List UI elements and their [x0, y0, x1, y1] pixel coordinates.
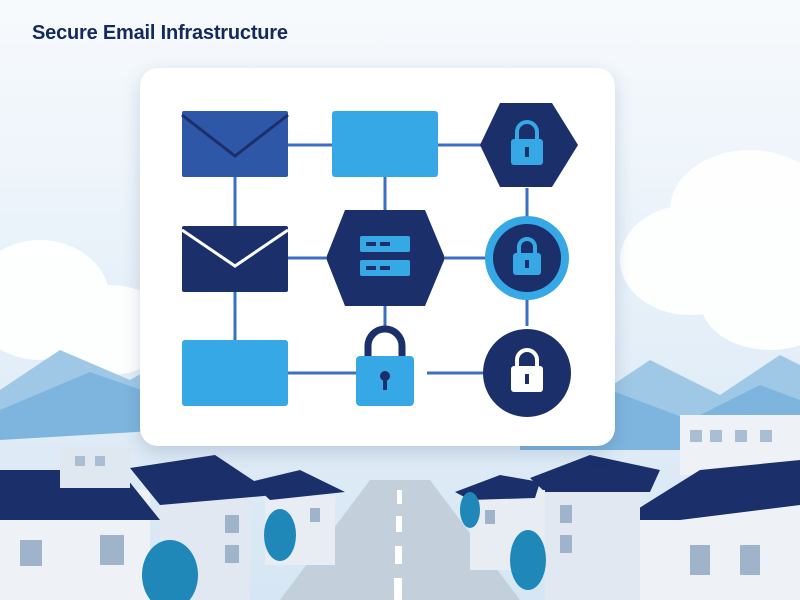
- top-center-block: [332, 111, 438, 177]
- lock-icon: [356, 325, 414, 406]
- envelope-icon: [181, 226, 289, 292]
- bottom-left-block: [182, 340, 288, 406]
- right-houses: [455, 415, 800, 600]
- lock-icon: [513, 237, 541, 275]
- road-markings: [394, 490, 402, 600]
- network-diagram: [181, 103, 578, 417]
- left-houses: [0, 448, 345, 600]
- page-title: Secure Email Infrastructure: [32, 22, 288, 44]
- diagram-card: [140, 68, 615, 446]
- server-hexagon: [326, 210, 445, 306]
- envelope-icon: [181, 111, 289, 177]
- lock-hexagon: [480, 103, 578, 187]
- lock-icon: [511, 120, 543, 165]
- lock-icon: [511, 348, 543, 392]
- lock-circle-dark: [483, 329, 571, 417]
- lock-circle-light: [485, 216, 569, 300]
- road: [280, 480, 520, 600]
- connectors: [233, 143, 529, 375]
- server-icon: [360, 236, 410, 276]
